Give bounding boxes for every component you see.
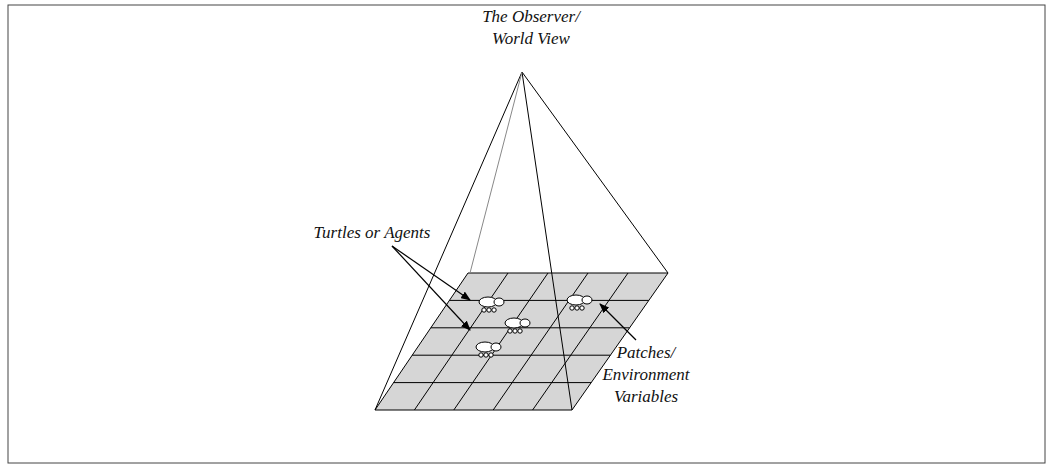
- agent-label: Turtles or Agents: [287, 222, 457, 244]
- grid-lines: [394, 273, 649, 410]
- agents: [476, 295, 592, 357]
- observer-label: The Observer/ World View: [466, 6, 596, 50]
- frame: [8, 5, 1045, 463]
- patch-label: Patches/ Environment Variables: [591, 342, 701, 408]
- pointer-arrows: [392, 246, 636, 340]
